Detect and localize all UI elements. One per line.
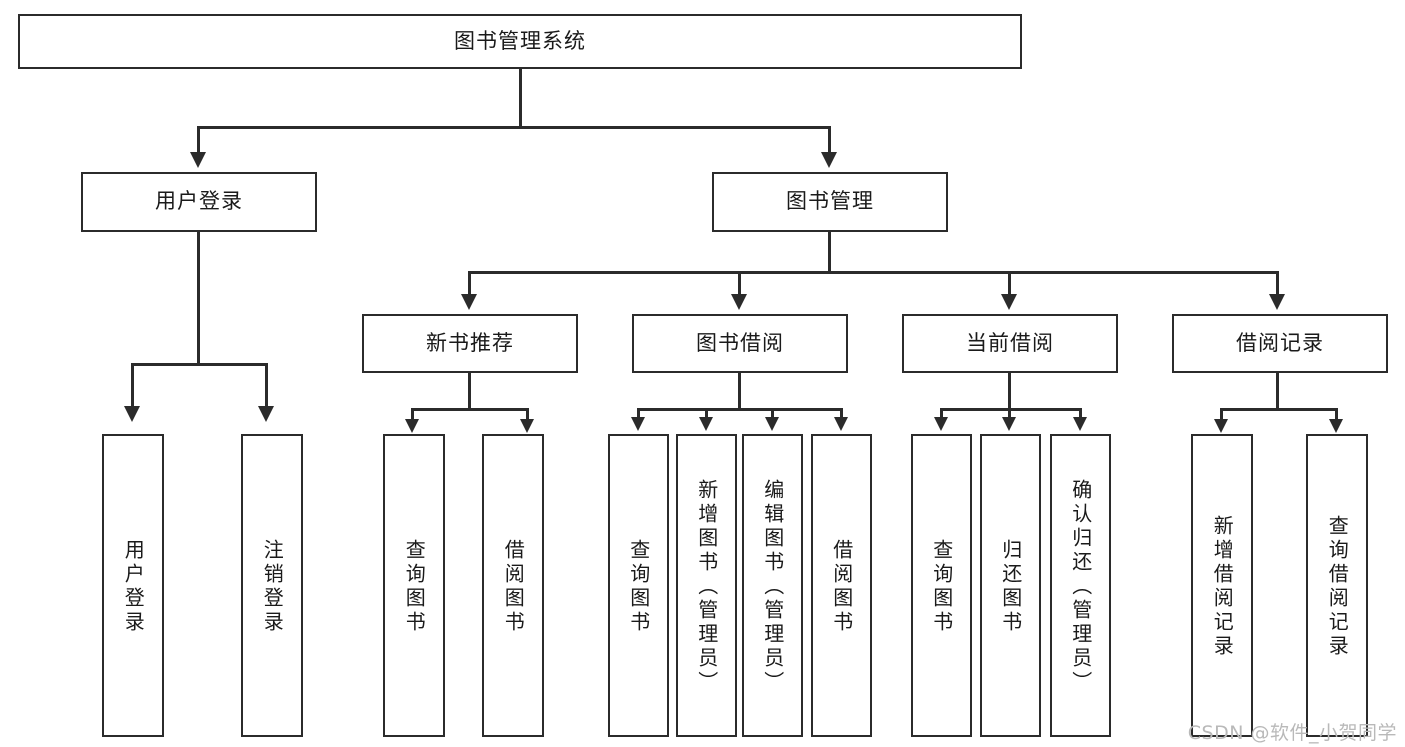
arrowhead-book-borrow xyxy=(731,294,747,310)
node-leaf-return-book[interactable]: 归还图书 xyxy=(980,434,1041,737)
node-leaf-borrow-book-1[interactable]: 借阅图书 xyxy=(482,434,544,737)
node-book-manage[interactable]: 图书管理 xyxy=(712,172,948,232)
node-label: 借阅图书 xyxy=(501,538,526,635)
connector-book-borrow-stem xyxy=(738,373,741,409)
node-leaf-borrow-book-2[interactable]: 借阅图书 xyxy=(811,434,872,737)
node-label: 归还图书 xyxy=(998,538,1023,635)
connector-root-bus xyxy=(197,126,831,129)
node-label: 图书管理 xyxy=(786,189,874,214)
arrowhead-leaf-query-book-2 xyxy=(631,417,645,431)
node-leaf-query-book-2[interactable]: 查询图书 xyxy=(608,434,669,737)
node-label: 新增图书（管理员） xyxy=(694,478,719,695)
node-label: 借阅图书 xyxy=(829,538,854,635)
connector-book-borrow-to-leaf-3 xyxy=(771,408,774,420)
node-leaf-add-book[interactable]: 新增图书（管理员） xyxy=(676,434,737,737)
node-user-login[interactable]: 用户登录 xyxy=(81,172,317,232)
arrowhead-new-book-recommend xyxy=(461,294,477,310)
node-root-system[interactable]: 图书管理系统 xyxy=(18,14,1022,69)
connector-new-book-bus xyxy=(411,408,529,411)
arrowhead-book-manage xyxy=(821,152,837,168)
connector-book-borrow-to-leaf-4 xyxy=(840,408,843,420)
arrowhead-leaf-logout xyxy=(258,406,274,422)
node-label: 借阅记录 xyxy=(1236,330,1324,355)
node-label: 用户登录 xyxy=(155,189,243,214)
connector-book-borrow-to-leaf-2 xyxy=(705,408,708,420)
node-label: 图书借阅 xyxy=(696,330,784,355)
connector-borrow-record-to-leaf-2 xyxy=(1335,408,1338,422)
node-leaf-add-record[interactable]: 新增借阅记录 xyxy=(1191,434,1253,737)
connector-borrow-record-bus xyxy=(1220,408,1338,411)
arrowhead-leaf-query-book-1 xyxy=(405,419,419,433)
connector-new-book-stem xyxy=(468,373,471,409)
connector-user-login-to-leaf-2 xyxy=(265,363,268,407)
node-label: 新书推荐 xyxy=(426,330,514,355)
node-leaf-query-book-3[interactable]: 查询图书 xyxy=(911,434,972,737)
connector-book-borrow-bus xyxy=(637,408,843,411)
node-label: 用户登录 xyxy=(121,538,146,635)
arrowhead-leaf-borrow-book-1 xyxy=(520,419,534,433)
arrowhead-leaf-query-record xyxy=(1329,419,1343,433)
connector-root-stem xyxy=(519,69,522,126)
connector-current-borrow-to-leaf-3 xyxy=(1079,408,1082,420)
connector-current-borrow-to-leaf-1 xyxy=(940,408,943,420)
node-label: 查询借阅记录 xyxy=(1325,514,1350,659)
connector-book-manage-to-new-book xyxy=(468,271,471,295)
connector-borrow-record-to-leaf-1 xyxy=(1220,408,1223,422)
node-label: 新增借阅记录 xyxy=(1210,514,1235,659)
connector-current-borrow-to-leaf-2 xyxy=(1008,408,1011,420)
connector-root-to-user-login xyxy=(197,126,200,153)
node-label: 查询图书 xyxy=(626,538,651,635)
arrowhead-leaf-user-login xyxy=(124,406,140,422)
node-book-borrow[interactable]: 图书借阅 xyxy=(632,314,848,373)
connector-book-manage-to-book-borrow xyxy=(738,271,741,295)
node-new-book-recommend[interactable]: 新书推荐 xyxy=(362,314,578,373)
arrowhead-leaf-add-book xyxy=(699,417,713,431)
node-current-borrow[interactable]: 当前借阅 xyxy=(902,314,1118,373)
node-label: 确认归还（管理员） xyxy=(1068,478,1093,695)
connector-book-manage-to-current-borrow xyxy=(1008,271,1011,295)
node-label: 编辑图书（管理员） xyxy=(760,478,785,695)
arrowhead-leaf-confirm-return xyxy=(1073,417,1087,431)
connector-new-book-to-leaf-2 xyxy=(526,408,529,422)
node-borrow-record[interactable]: 借阅记录 xyxy=(1172,314,1388,373)
arrowhead-leaf-return-book xyxy=(1002,417,1016,431)
connector-user-login-bus xyxy=(131,363,268,366)
node-leaf-confirm-return[interactable]: 确认归还（管理员） xyxy=(1050,434,1111,737)
node-leaf-user-login[interactable]: 用户登录 xyxy=(102,434,164,737)
node-label: 查询图书 xyxy=(929,538,954,635)
connector-new-book-to-leaf-1 xyxy=(411,408,414,422)
node-leaf-logout[interactable]: 注销登录 xyxy=(241,434,303,737)
arrowhead-borrow-record xyxy=(1269,294,1285,310)
node-label: 图书管理系统 xyxy=(454,28,586,53)
connector-current-borrow-bus xyxy=(940,408,1082,411)
connector-root-to-book-manage xyxy=(828,126,831,153)
arrowhead-user-login xyxy=(190,152,206,168)
node-leaf-edit-book[interactable]: 编辑图书（管理员） xyxy=(742,434,803,737)
node-label: 当前借阅 xyxy=(966,330,1054,355)
connector-borrow-record-stem xyxy=(1276,373,1279,409)
connector-book-manage-bus xyxy=(468,271,1279,274)
node-leaf-query-book-1[interactable]: 查询图书 xyxy=(383,434,445,737)
connector-user-login-stem xyxy=(197,232,200,364)
connector-book-manage-stem xyxy=(828,232,831,272)
connector-current-borrow-stem xyxy=(1008,373,1011,409)
connector-book-manage-to-borrow-record xyxy=(1276,271,1279,295)
csdn-watermark: CSDN @软件_小贺同学 xyxy=(1187,722,1397,744)
arrowhead-leaf-edit-book xyxy=(765,417,779,431)
arrowhead-leaf-borrow-book-2 xyxy=(834,417,848,431)
connector-user-login-to-leaf-1 xyxy=(131,363,134,407)
arrowhead-leaf-query-book-3 xyxy=(934,417,948,431)
node-label: 注销登录 xyxy=(260,538,285,635)
arrowhead-leaf-add-record xyxy=(1214,419,1228,433)
connector-book-borrow-to-leaf-1 xyxy=(637,408,640,420)
node-leaf-query-record[interactable]: 查询借阅记录 xyxy=(1306,434,1368,737)
node-label: 查询图书 xyxy=(402,538,427,635)
arrowhead-current-borrow xyxy=(1001,294,1017,310)
